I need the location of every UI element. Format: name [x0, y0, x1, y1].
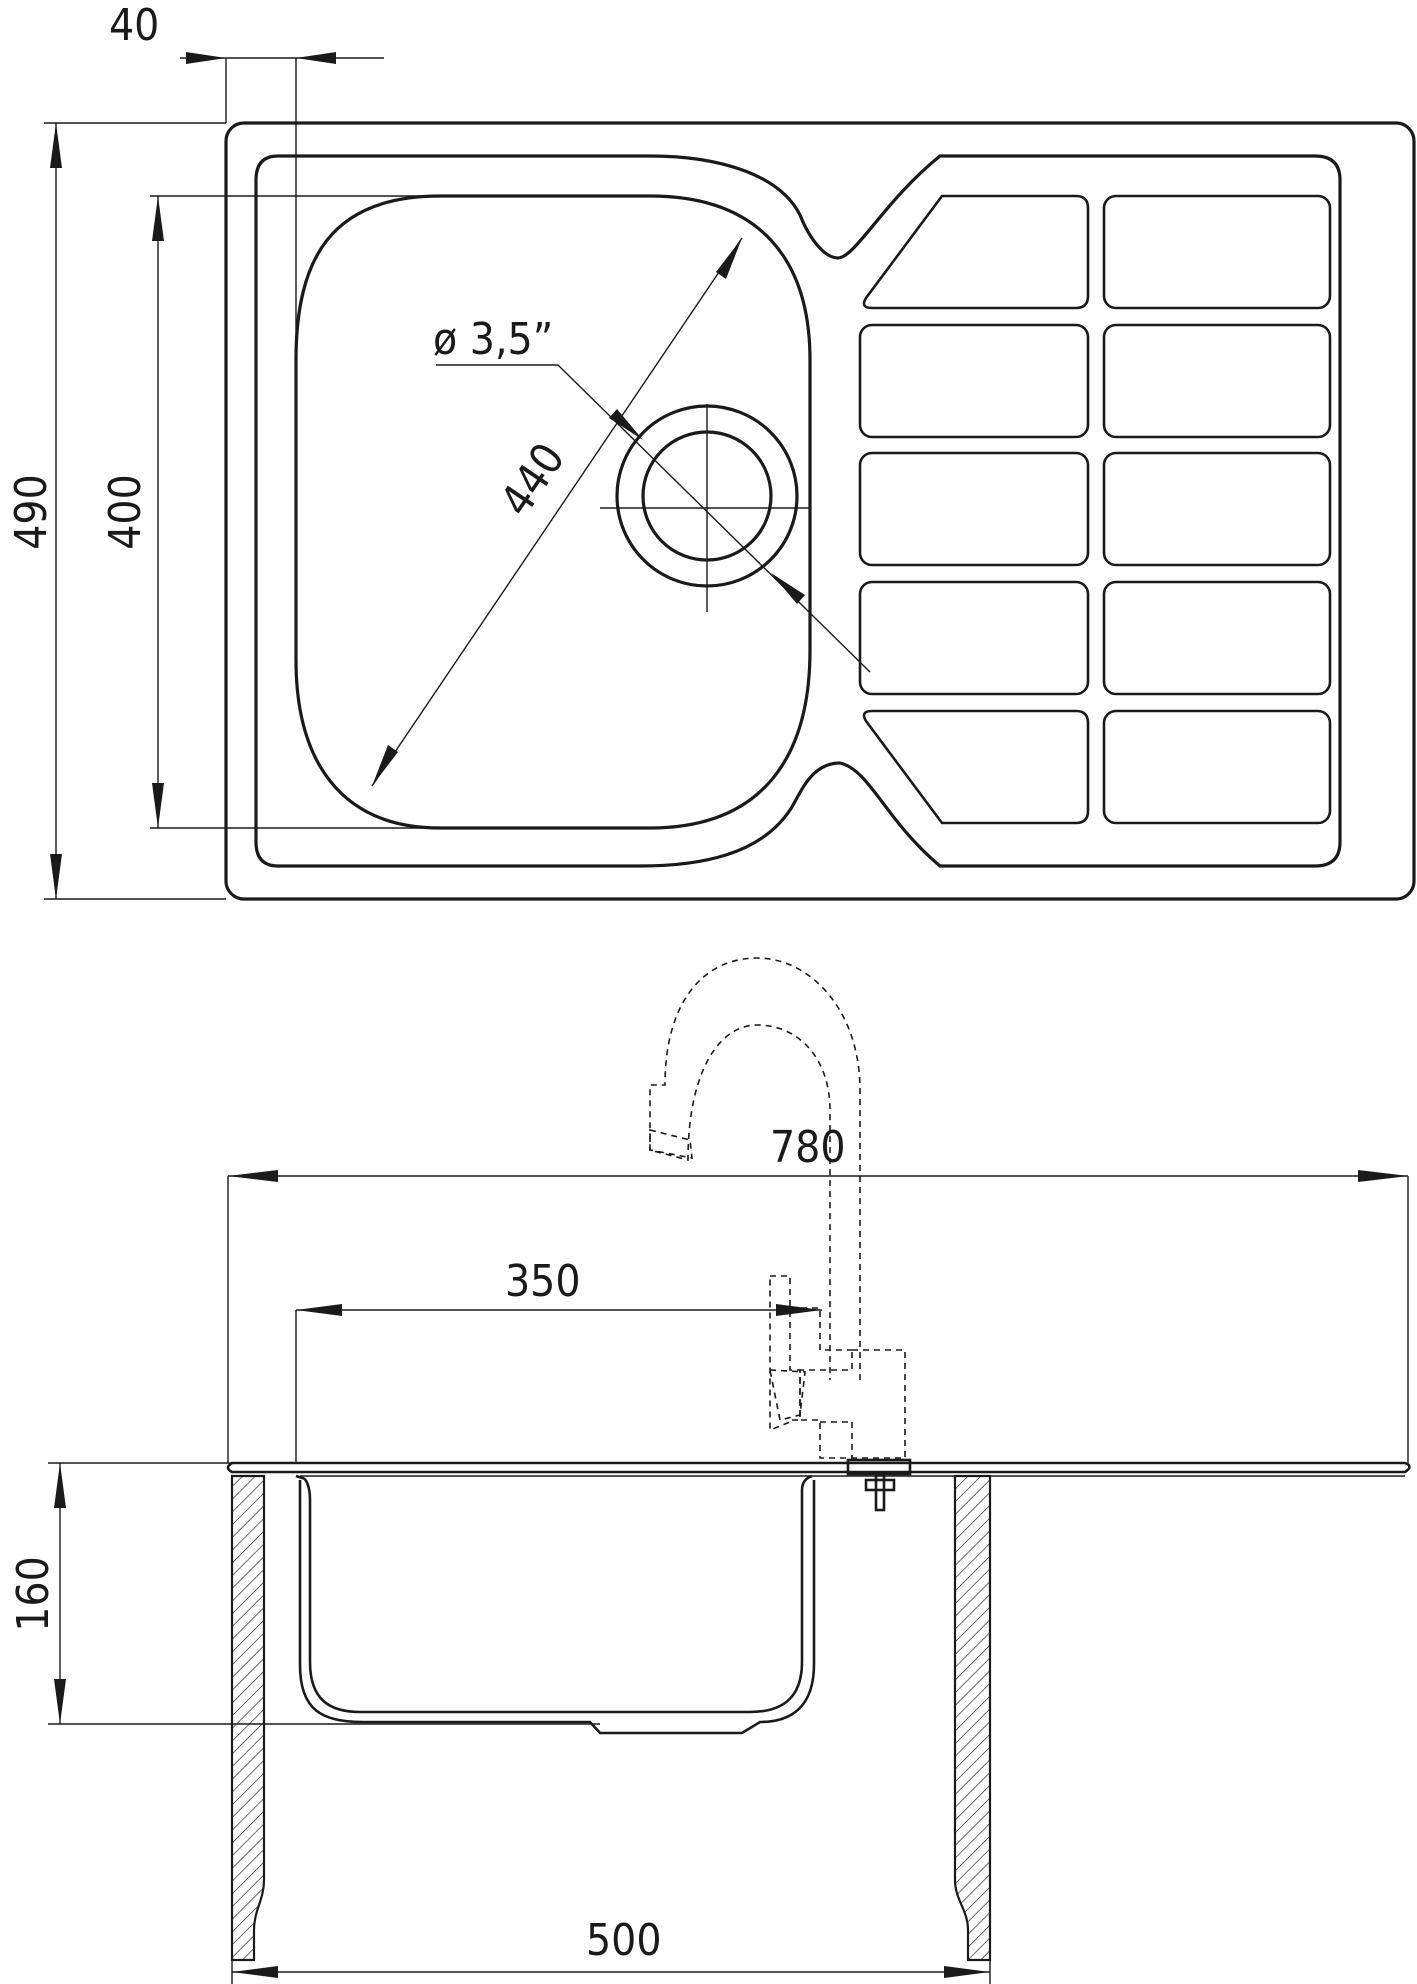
drain-icon [600, 404, 810, 612]
dim-overhang: 40 [109, 0, 384, 345]
faucet-mount-bolt [874, 1472, 886, 1512]
dim-overhang-label: 40 [109, 0, 159, 51]
dim-overall-width-label: 780 [770, 1122, 846, 1173]
dim-overall-depth: 490 [6, 122, 226, 900]
dim-overall-depth-label: 490 [6, 474, 57, 550]
section-view: 780 350 160 500 [8, 957, 1411, 1984]
bowl-section [295, 1474, 813, 1714]
dim-bowl-depth: 400 [100, 195, 470, 829]
faucet-body [799, 1349, 906, 1459]
dim-bowl-diagonal: 440 [371, 237, 743, 787]
dim-bowl-diagonal-label: 440 [491, 434, 576, 525]
dim-bowl-height: 160 [8, 1462, 600, 1725]
drainer-grooves [858, 194, 1332, 825]
sink-deck [226, 1461, 1411, 1474]
sink-outer-rim [224, 121, 1416, 901]
faucet-handle [769, 1275, 801, 1432]
dim-cabinet-width: 500 [231, 1915, 991, 1984]
dim-bowl-height-label: 160 [8, 1556, 59, 1632]
dim-overall-width: 780 [227, 1122, 1409, 1463]
top-view: 40 490 400 440 [6, 0, 1416, 901]
bowl-outline [294, 194, 812, 830]
faucet-spout-tip [649, 1128, 693, 1159]
sink-inner-panel [254, 154, 1342, 868]
faucet-outline [649, 957, 861, 1380]
cabinet-wall-left [230, 1474, 266, 1962]
dim-drain-diameter-label: ø 3,5” [433, 314, 553, 365]
dim-bowl-depth-label: 400 [100, 474, 151, 550]
dim-cabinet-width-label: 500 [586, 1915, 662, 1966]
cabinet-wall-right [953, 1474, 992, 1962]
dim-bowl-offset: 350 [295, 1256, 822, 1463]
dim-drain-diameter: ø 3,5” [433, 314, 871, 673]
dim-bowl-offset-label: 350 [505, 1256, 581, 1307]
